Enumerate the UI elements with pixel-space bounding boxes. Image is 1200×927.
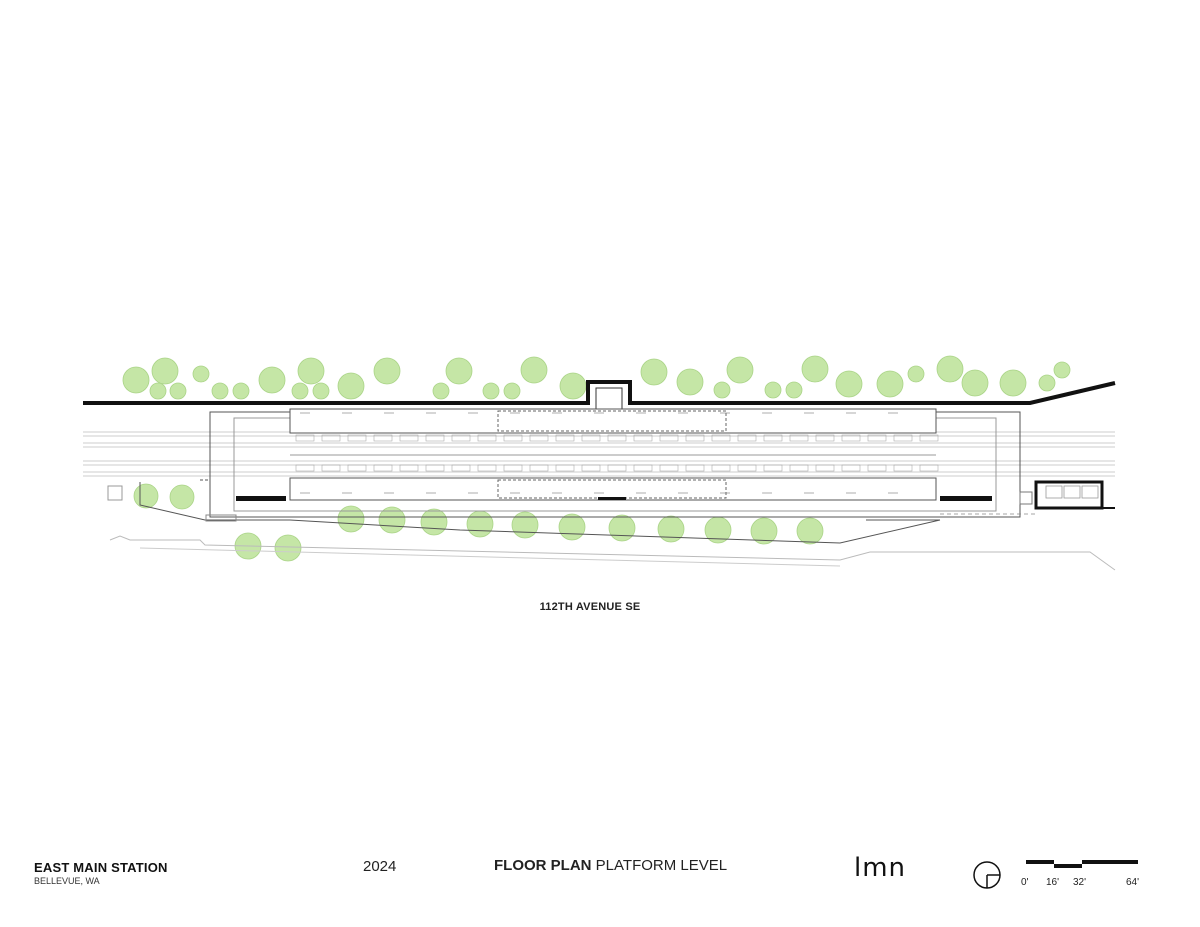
station-structure (209, 408, 1021, 518)
north-boundary-wall (83, 380, 1116, 405)
rail-tracks (83, 431, 1115, 477)
south-canopy-bar-west (236, 496, 286, 501)
tree (149, 382, 167, 400)
tree (835, 370, 863, 398)
tree (211, 382, 229, 400)
tree (192, 365, 210, 383)
tree (133, 483, 159, 509)
tree (558, 513, 586, 541)
tree-row-north (122, 355, 1071, 400)
tree (559, 372, 587, 400)
tree (274, 534, 302, 562)
tree (337, 505, 365, 533)
tree (420, 508, 448, 536)
drawing-title-bold: FLOOR PLAN (494, 857, 592, 874)
scale-label-16: 16' (1046, 877, 1060, 888)
tree (520, 356, 548, 384)
firm-logo: lmn (854, 853, 907, 883)
tree (608, 514, 636, 542)
tree (312, 382, 330, 400)
tree (432, 382, 450, 400)
platform-details (295, 412, 939, 494)
tree (122, 366, 150, 394)
tree (750, 517, 778, 545)
tree (657, 515, 685, 543)
drawing-year: 2024 (363, 858, 397, 875)
south-canopy-bar-center (598, 497, 626, 500)
tree (640, 358, 668, 386)
tree (764, 381, 782, 399)
tree (999, 369, 1027, 397)
tree (511, 511, 539, 539)
tree (676, 368, 704, 396)
tree (291, 382, 309, 400)
scale-bar (1026, 860, 1138, 868)
tree (876, 370, 904, 398)
street-edges (109, 519, 1116, 571)
tree (726, 356, 754, 384)
tree (503, 382, 521, 400)
project-name: EAST MAIN STATION (34, 860, 168, 875)
south-canopy-bar-east (940, 496, 992, 501)
east-building (866, 480, 1115, 521)
elevator-core (595, 387, 623, 411)
street-label: 112TH AVENUE SE (539, 601, 641, 613)
tree (796, 517, 824, 545)
west-plaza (107, 479, 290, 522)
scale-label-0: 0' (1021, 877, 1029, 888)
tree (801, 355, 829, 383)
tree (445, 357, 473, 385)
tree (936, 355, 964, 383)
scale-label-32: 32' (1073, 877, 1087, 888)
drawing-title-rest: PLATFORM LEVEL (595, 857, 728, 874)
tree (373, 357, 401, 385)
tree (258, 366, 286, 394)
tree (466, 510, 494, 538)
tree (1038, 374, 1056, 392)
north-arrow-icon (973, 861, 1001, 889)
tree (169, 382, 187, 400)
scale-label-64: 64' (1126, 877, 1140, 888)
tree (297, 357, 325, 385)
tree (482, 382, 500, 400)
tree (337, 372, 365, 400)
drawing-title: FLOOR PLAN PLATFORM LEVEL (494, 857, 727, 874)
project-location: BELLEVUE, WA (34, 876, 100, 886)
tree (785, 381, 803, 399)
tree (713, 381, 731, 399)
tree (907, 365, 925, 383)
tree (169, 484, 195, 510)
tree (961, 369, 989, 397)
tree (232, 382, 250, 400)
tree (151, 357, 179, 385)
tree (1053, 361, 1071, 379)
